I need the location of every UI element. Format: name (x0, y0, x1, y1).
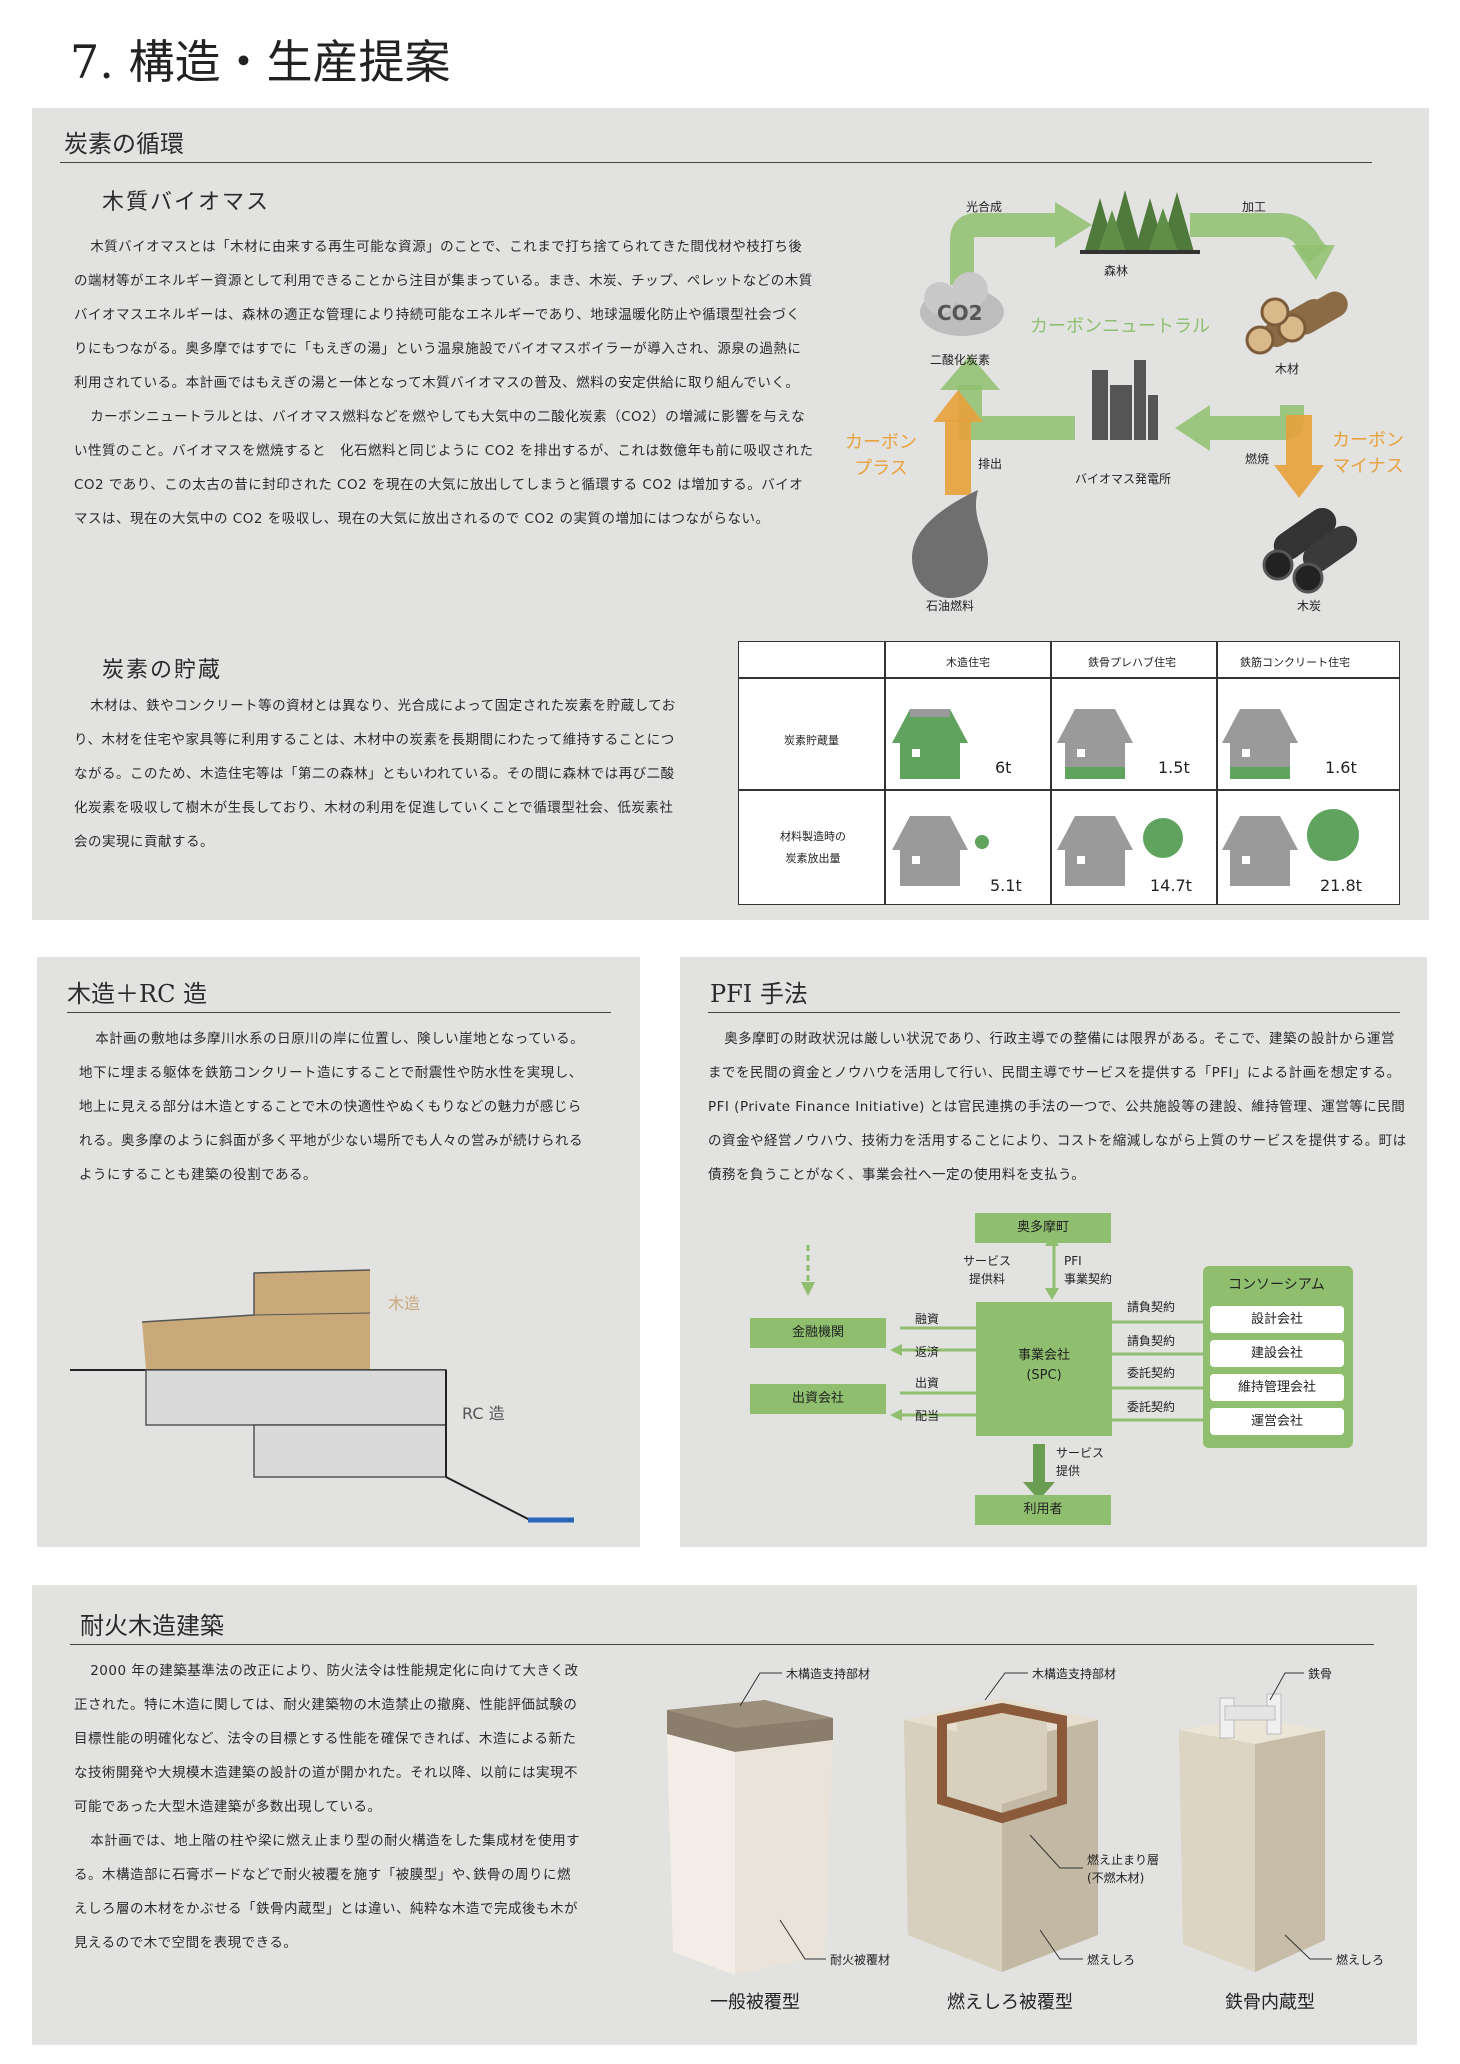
carbon-section-title: 炭素の循環 (64, 130, 184, 158)
pfi-title-rule (708, 1012, 1400, 1013)
fire-section-title: 耐火木造建築 (80, 1612, 224, 1640)
rc-paragraph: 本計画の敷地は多摩川水系の日原川の岸に位置し、険しい崖地となっている。地下に埋ま… (79, 1031, 585, 1183)
biomass-title: 木質バイオマス (102, 190, 271, 215)
invest-label: 出資 (915, 1376, 940, 1390)
contract-label: 請負契約 (1127, 1334, 1176, 1348)
general-coating-column-icon (667, 1700, 833, 1975)
col2-top-label: 木構造支持部材 (1032, 1667, 1117, 1681)
spc-box: 事業会社 (SPC) (976, 1302, 1112, 1436)
rc-title-rule (67, 1012, 611, 1013)
row-label-storage: 炭素貯蔵量 (784, 734, 839, 747)
pfi-text: 奥多摩町の財政状況は厳しい状況であり、行政主導での整備には限界がある。そこで、建… (708, 1022, 1408, 1192)
emission-label: 排出 (978, 457, 1003, 471)
oil-label: 石油燃料 (926, 599, 975, 613)
rc-structure-label: RC 造 (462, 1404, 505, 1423)
storage-value-rc: 1.6t (1325, 758, 1357, 777)
town-box: 奥多摩町 (975, 1213, 1111, 1243)
contract-label: 委託契約 (1127, 1400, 1176, 1414)
house-rc-emission-icon (1222, 809, 1359, 886)
forest-icon (1080, 190, 1200, 254)
charcoal-label: 木炭 (1297, 599, 1322, 613)
emission-value-steel: 14.7t (1150, 876, 1192, 895)
carbon-neutral-label: カーボンニュートラル (1030, 316, 1210, 337)
house-steel-emission-icon (1057, 816, 1183, 886)
wood-structure-label: 木造 (388, 1294, 421, 1313)
table-header-rc: 鉄筋コンクリート住宅 (1240, 656, 1350, 669)
biomass-text: 木質バイオマスとは「木材に由来する再生可能な資源」のことで、これまで打ち捨てられ… (74, 230, 814, 536)
contract-label: 委託契約 (1127, 1366, 1176, 1380)
service-provide-label: サービス 提供 (1056, 1446, 1105, 1478)
page-title: 7. 構造・生産提案 (70, 35, 451, 89)
investor-box: 出資会社 (750, 1384, 886, 1414)
storage-paragraph: 木材は、鉄やコンクリート等の資材とは異なり、光合成によって固定された炭素を貯蔵し… (74, 698, 676, 850)
biomass-paragraph: 木質バイオマスとは「木材に由来する再生可能な資源」のことで、これまで打ち捨てられ… (74, 239, 813, 391)
repay-label: 返済 (915, 1345, 940, 1359)
member-box: 建設会社 (1210, 1340, 1344, 1367)
forest-label: 森林 (1104, 264, 1129, 278)
col1-top-label: 木構造支持部材 (786, 1667, 871, 1681)
rc-text: 本計画の敷地は多摩川水系の日原川の岸に位置し、険しい崖地となっている。地下に埋ま… (79, 1022, 589, 1192)
col1-name: 一般被覆型 (710, 1992, 800, 2013)
carbon-title-rule (60, 162, 1372, 163)
table-header-wood: 木造住宅 (946, 656, 990, 669)
house-wood-storage-icon (892, 709, 968, 779)
biomass-paragraph: カーボンニュートラルとは、バイオマス燃料などを燃やしても大気中の二酸化炭素（CO… (74, 409, 814, 527)
rc-section-title: 木造＋RC 造 (67, 980, 208, 1008)
co2-label: 二酸化炭素 (930, 353, 991, 367)
row-label-emission: 材料製造時の 炭素放出量 (780, 830, 846, 865)
service-fee-label: サービス 提供料 (963, 1254, 1012, 1286)
processing-label: 加工 (1242, 200, 1267, 214)
contract-label: 請負契約 (1127, 1300, 1176, 1314)
charcoal-icon (1262, 507, 1358, 594)
emission-value-rc: 21.8t (1320, 876, 1362, 895)
table-header-steel: 鉄骨プレハブ住宅 (1088, 656, 1176, 669)
oil-drop-icon (912, 490, 988, 598)
storage-title: 炭素の貯蔵 (102, 658, 223, 683)
col2-bottom-label: 燃えしろ (1087, 1953, 1136, 1967)
steel-core-column-icon (1179, 1693, 1325, 1972)
pfi-section-title: PFI 手法 (710, 980, 808, 1008)
col1-bottom-label: 耐火被覆材 (830, 1953, 891, 1967)
bank-box: 金融機関 (750, 1318, 886, 1348)
pfi-contract-label: PFI 事業契約 (1064, 1254, 1113, 1286)
carbon-cycle-diagram: CO2 (912, 190, 1358, 598)
biomass-plant-label: バイオマス発電所 (1075, 472, 1172, 486)
pfi-paragraph: 奥多摩町の財政状況は厳しい状況であり、行政主導での整備には限界がある。そこで、建… (708, 1031, 1407, 1183)
storage-value-wood: 6t (995, 758, 1012, 777)
fire-title-rule (70, 1644, 1374, 1645)
fire-text: 2000 年の建築基準法の改正により、防火法令は性能規定化に向けて大きく改正され… (74, 1654, 582, 1960)
member-box: 維持管理会社 (1210, 1374, 1344, 1401)
burn-label: 燃焼 (1245, 452, 1270, 466)
carbon-minus-label: カーボン マイナス (1332, 430, 1404, 477)
wood-label: 木材 (1275, 362, 1300, 376)
finance-label: 融資 (915, 1312, 940, 1326)
emission-value-wood: 5.1t (990, 876, 1022, 895)
fire-paragraph: 本計画では、地上階の柱や梁に燃え止まり型の耐火構造をした集成材を使用する。木構造… (74, 1833, 581, 1951)
storage-text: 木材は、鉄やコンクリート等の資材とは異なり、光合成によって固定された炭素を貯蔵し… (74, 689, 686, 859)
photosynthesis-label: 光合成 (966, 200, 1003, 214)
consortium-label: コンソーシアム (1228, 1277, 1325, 1293)
house-rc-storage-icon (1222, 709, 1298, 779)
carbon-plus-label: カーボン プラス (845, 432, 917, 479)
col3-top-label: 鉄骨 (1308, 1667, 1333, 1681)
log-icon (1245, 291, 1348, 355)
fire-paragraph: 2000 年の建築基準法の改正により、防火法令は性能規定化に向けて大きく改正され… (74, 1663, 579, 1815)
col2-name: 燃えしろ被覆型 (947, 1992, 1073, 2013)
power-plant-icon (1092, 360, 1158, 440)
col2-mid-label: 燃え止まり層 (不燃木材) (1087, 1853, 1160, 1885)
dividend-label: 配当 (915, 1409, 940, 1423)
house-wood-emission-icon (892, 816, 989, 886)
charring-coating-column-icon (904, 1698, 1098, 1972)
co2-cloud-icon: CO2 (920, 272, 1004, 336)
wood-rc-section-diagram (70, 1269, 574, 1523)
col3-name: 鉄骨内蔵型 (1225, 1992, 1315, 2013)
storage-value-steel: 1.5t (1158, 758, 1190, 777)
user-box: 利用者 (975, 1495, 1111, 1525)
col3-bottom-label: 燃えしろ (1336, 1953, 1385, 1967)
member-box: 運営会社 (1210, 1408, 1344, 1435)
member-box: 設計会社 (1210, 1306, 1344, 1333)
co2-symbol: CO2 (937, 301, 983, 325)
house-steel-storage-icon (1057, 709, 1133, 779)
